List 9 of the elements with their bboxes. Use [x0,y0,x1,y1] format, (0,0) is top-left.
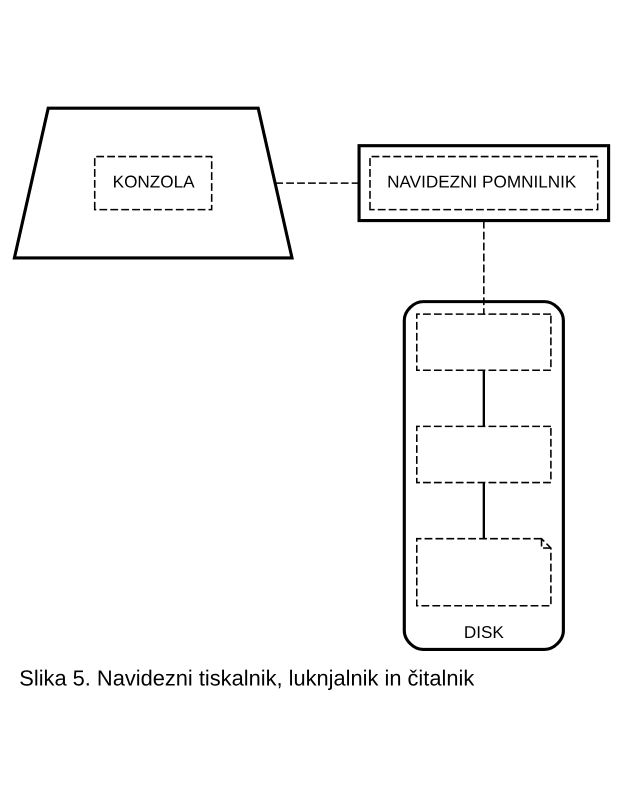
connector [275,182,359,184]
node-card [416,313,552,372]
cluster: DISK [402,300,565,651]
connector [482,370,485,426]
connector [483,220,485,314]
caption: Slika 5. Navidezni tiskalnik, luknjalnik in čitalnik [19,666,474,691]
connector [482,482,485,538]
node-card [416,426,552,484]
node-box: NAVIDEZNI POMNILNIK [358,144,610,222]
